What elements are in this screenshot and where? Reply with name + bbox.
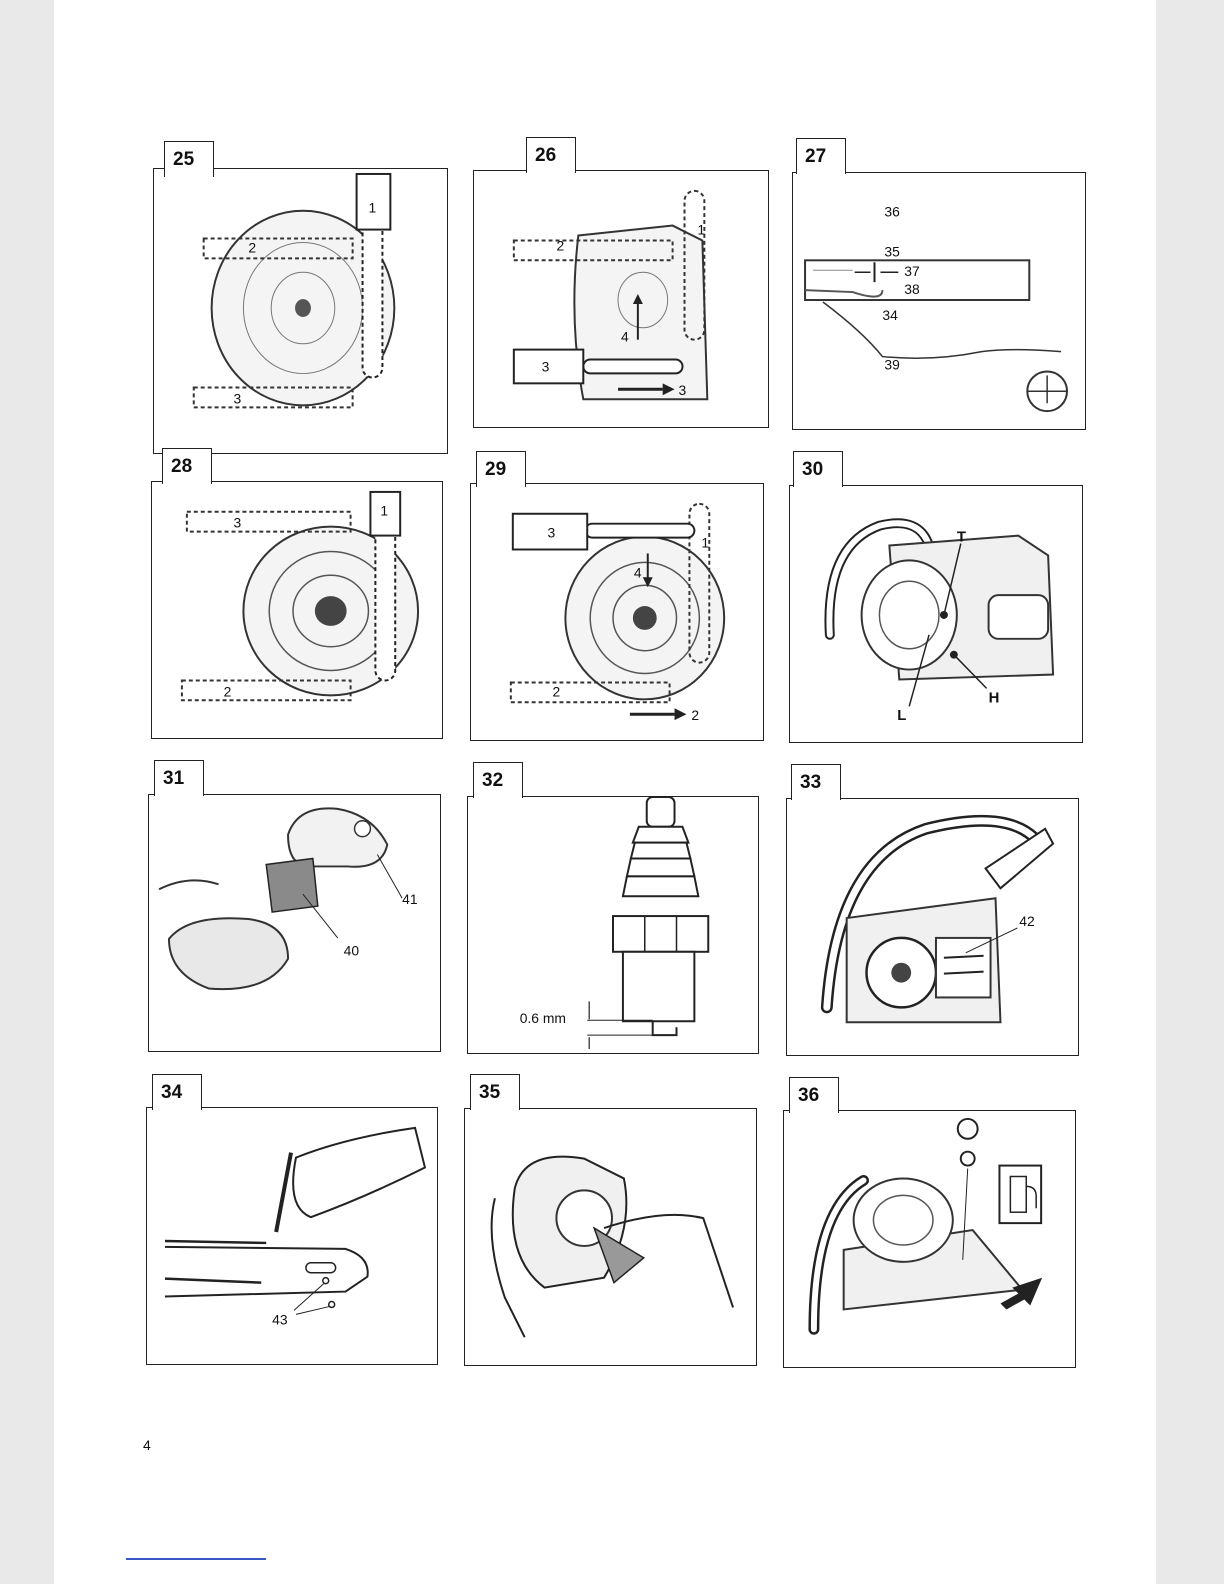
label-40: 40 (344, 943, 360, 959)
label-39: 39 (884, 356, 900, 372)
label-3: 3 (542, 358, 550, 374)
figure-30: 30 T L H (789, 485, 1083, 743)
figure-28: 28 1 3 2 (151, 481, 443, 739)
figure-number: 29 (476, 451, 526, 487)
label-2b: 2 (691, 707, 699, 723)
figure-number: 30 (793, 451, 843, 487)
sprocket-cleaning-illustration (465, 1109, 756, 1365)
label-2: 2 (248, 239, 256, 255)
refuelling-illustration (784, 1111, 1075, 1367)
figure-number: 27 (796, 138, 846, 174)
log-cut-illustration: 1 3 2 (152, 482, 442, 738)
log-cut-upward-illustration: 3 1 4 2 2 (471, 484, 763, 740)
figure-number: 34 (152, 1074, 202, 1110)
figure-27: 27 36 35 37 38 34 39 (792, 172, 1086, 430)
label-35: 35 (884, 243, 900, 259)
label-4: 4 (634, 564, 642, 580)
figure-33: 33 42 (786, 798, 1079, 1056)
figure-number: 33 (791, 764, 841, 800)
label-L: L (897, 708, 906, 724)
label-42: 42 (1019, 913, 1035, 929)
figure-32: 32 0.6 mm (467, 796, 759, 1054)
label-41: 41 (402, 891, 418, 907)
spark-plug-illustration: 0.6 mm (468, 797, 758, 1053)
label-3: 3 (548, 525, 556, 541)
air-filter-illustration: 41 40 (149, 795, 440, 1051)
label-43: 43 (272, 1311, 288, 1327)
label-3: 3 (233, 515, 241, 531)
label-T: T (957, 530, 966, 546)
label-1: 1 (697, 222, 705, 238)
label-3b: 3 (679, 382, 687, 398)
figure-35: 35 (464, 1108, 757, 1366)
figure-number: 31 (154, 760, 204, 796)
label-H: H (989, 690, 1000, 706)
label-4: 4 (621, 329, 629, 345)
label-gap: 0.6 mm (520, 1010, 566, 1026)
figure-34: 34 43 (146, 1107, 438, 1365)
label-3: 3 (233, 390, 241, 406)
label-34: 34 (882, 307, 898, 323)
felling-cut-illustration: 1 2 3 (154, 169, 447, 453)
figure-number: 26 (526, 137, 576, 173)
figure-number: 28 (162, 448, 212, 484)
felling-notch-illustration: 36 35 37 38 34 39 (793, 173, 1085, 429)
carburetor-adjustment-illustration: T L H (790, 486, 1082, 742)
footer-rule (126, 1558, 266, 1560)
label-38: 38 (904, 281, 920, 297)
figure-25: 25 1 2 3 (153, 168, 448, 454)
figure-26: 26 1 2 3 4 3 (473, 170, 769, 428)
figure-31: 31 41 40 (148, 794, 441, 1052)
chain-brake-housing-illustration: 42 (787, 799, 1078, 1055)
figure-29: 29 3 1 4 2 2 (470, 483, 764, 741)
label-36: 36 (884, 204, 900, 220)
label-2: 2 (557, 237, 565, 253)
label-37: 37 (904, 263, 920, 279)
figure-36: 36 (783, 1110, 1076, 1368)
label-1: 1 (701, 535, 709, 551)
figure-number: 36 (789, 1077, 839, 1113)
bucking-cut-illustration: 1 2 3 4 3 (474, 171, 768, 427)
figure-number: 32 (473, 762, 523, 798)
guide-bar-cleaning-illustration: 43 (147, 1108, 437, 1364)
figure-number: 35 (470, 1074, 520, 1110)
label-1: 1 (380, 503, 388, 519)
label-2: 2 (553, 683, 561, 699)
label-1: 1 (369, 200, 377, 216)
label-2: 2 (224, 683, 232, 699)
page-number: 4 (143, 1437, 151, 1453)
